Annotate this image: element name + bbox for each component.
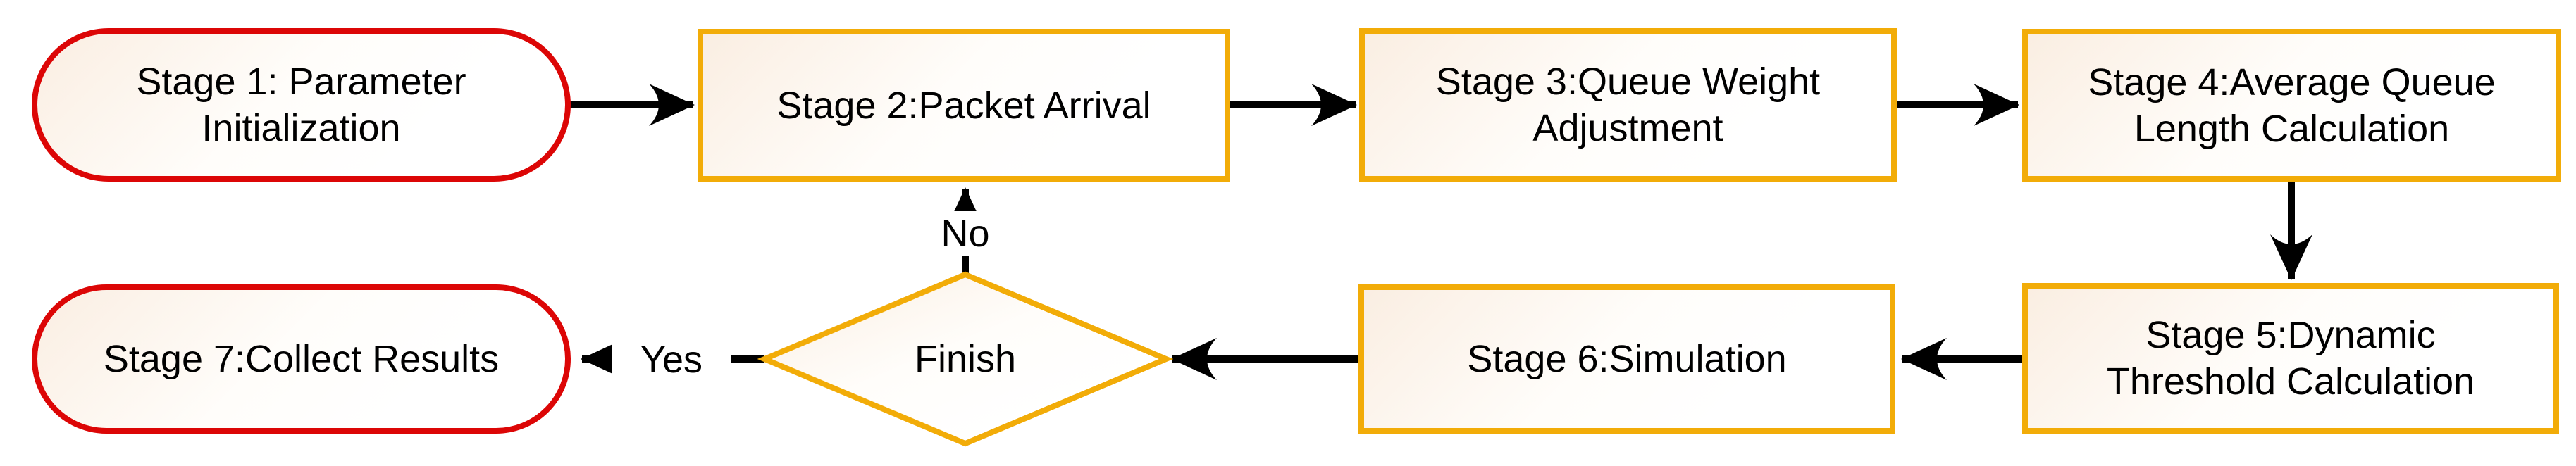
node-stage-3-label: Stage 3:Queue Weight Adjustment xyxy=(1435,61,1821,149)
node-stage-2: Stage 2:Packet Arrival xyxy=(698,29,1230,182)
node-stage-1-label: Stage 1: Parameter Initialization xyxy=(136,61,466,149)
node-stage-5: Stage 5:Dynamic Threshold Calculation xyxy=(2022,283,2559,434)
edge-label-no: No xyxy=(910,211,1020,256)
node-stage-3: Stage 3:Queue Weight Adjustment xyxy=(1359,28,1897,182)
node-stage-6: Stage 6:Simulation xyxy=(1358,284,1895,434)
node-stage-5-label: Stage 5:Dynamic Threshold Calculation xyxy=(2106,314,2475,403)
node-finish-label: Finish xyxy=(914,338,1017,380)
finish-decision-shape xyxy=(757,271,1174,447)
node-stage-6-label: Stage 6:Simulation xyxy=(1467,338,1787,380)
node-stage-2-label: Stage 2:Packet Arrival xyxy=(776,84,1151,127)
node-stage-4: Stage 4:Average Queue Length Calculation xyxy=(2022,29,2561,182)
node-stage-7: Stage 7:Collect Results xyxy=(32,284,571,434)
node-finish-decision: Finish xyxy=(764,275,1166,443)
node-stage-7-label: Stage 7:Collect Results xyxy=(103,338,500,380)
edge-label-yes: Yes xyxy=(612,336,731,383)
node-stage-4-label: Stage 4:Average Queue Length Calculation xyxy=(2088,61,2496,150)
node-stage-1: Stage 1: Parameter Initialization xyxy=(32,28,571,182)
